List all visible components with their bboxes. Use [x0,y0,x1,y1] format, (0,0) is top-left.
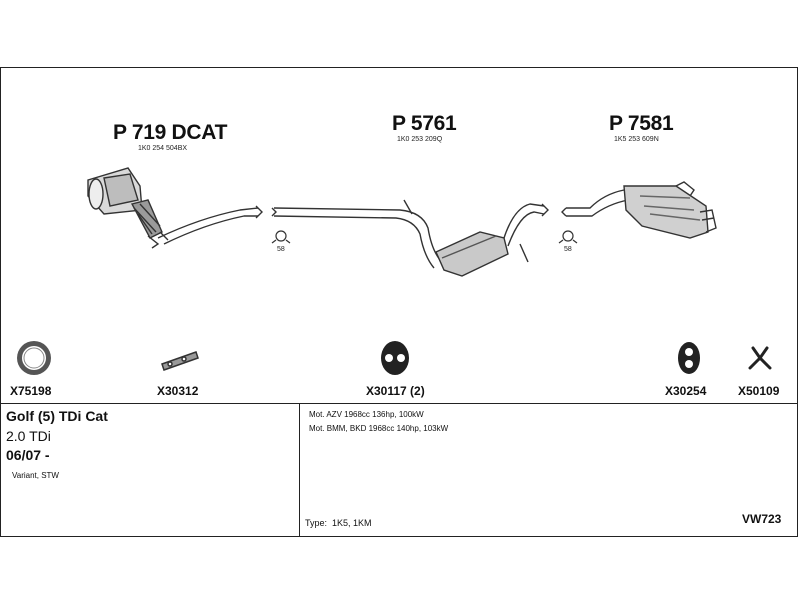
middle-part-number: P 5761 [392,112,457,135]
clamp-1-number: 58 [277,246,285,253]
vehicle-engine: 2.0 TDi [6,428,51,444]
front-oem-number: 1K0 254 504BX [138,145,188,152]
rear-silencer-drawing [561,181,717,239]
divider-horizontal [0,403,798,404]
clamp-2-number: 58 [564,246,572,253]
type-line: Type: 1K5, 1KM [305,518,372,528]
rubber-mount-icon [678,342,700,374]
motor-line-1: Mot. AZV 1968cc 136hp, 100kW [309,410,424,419]
rear-oem-number: 1K5 253 609N [614,136,659,143]
middle-oem-number: 1K0 253 209Q [397,136,443,143]
accessory-code-5: X50109 [738,384,780,398]
diagram-sheet [0,67,798,537]
vehicle-model: Golf (5) TDi Cat [6,408,108,424]
vehicle-body: Variant, STW [12,471,59,480]
vehicle-date: 06/07 - [6,447,50,463]
middle-silencer-drawing [271,199,549,277]
rear-part-number: P 7581 [609,112,674,135]
accessory-code-2: X30312 [157,384,199,398]
accessory-code-3: X30117 (2) [366,384,425,398]
clamp-2-drawing [558,230,578,244]
catalytic-converter-drawing [87,167,263,249]
bracket-icon [161,351,199,371]
y-clamp-icon [748,346,772,370]
clamp-1-drawing [271,230,291,244]
accessory-code-1: X75198 [10,384,52,398]
front-part-number: P 719 DCAT [113,121,228,144]
rubber-hanger-icon [381,341,409,375]
system-code: VW723 [742,512,782,526]
gasket-ring-icon [17,341,51,375]
divider-vertical [299,403,300,536]
motor-line-2: Mot. BMM, BKD 1968cc 140hp, 103kW [309,424,449,433]
accessory-code-4: X30254 [665,384,707,398]
